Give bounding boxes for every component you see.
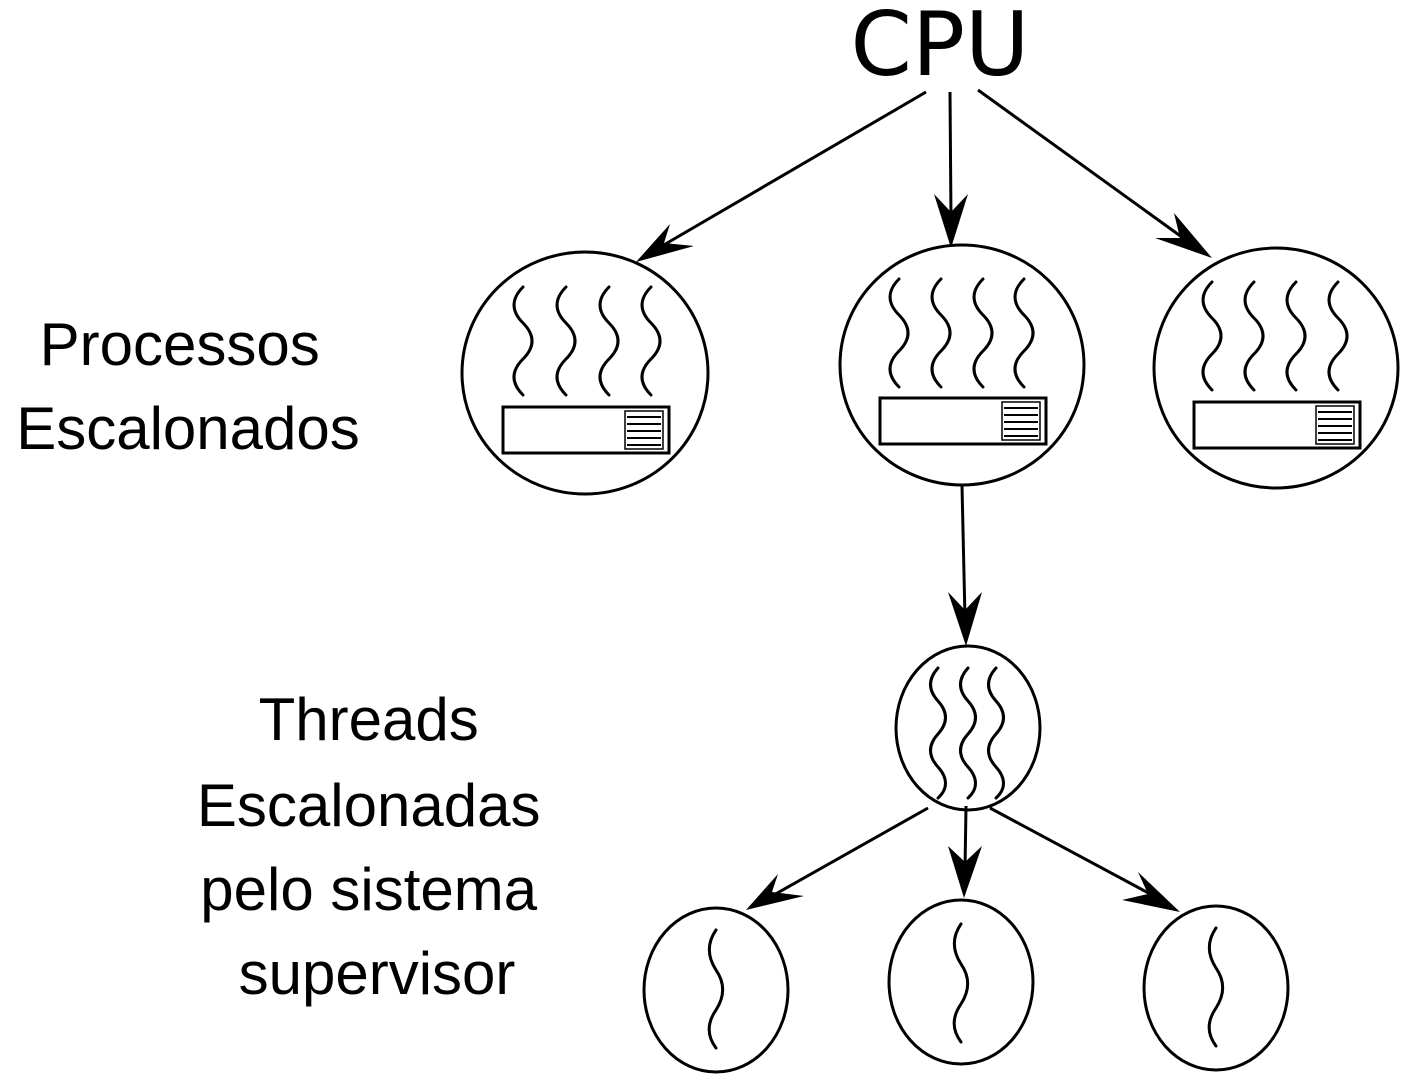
processes-label-line-1: Processos bbox=[40, 311, 320, 378]
process-node-2 bbox=[838, 243, 1086, 487]
edge-thread-group-thread-2 bbox=[948, 805, 982, 898]
thread-circle bbox=[887, 898, 1035, 1066]
threads-label-line-2: Escalonadas bbox=[197, 772, 541, 839]
processes-label: Processos Escalonados bbox=[16, 311, 360, 462]
edge-cpu-process-3 bbox=[977, 88, 1212, 258]
thread-node-3 bbox=[1142, 904, 1290, 1072]
thread-group-node bbox=[894, 644, 1042, 812]
process-circle bbox=[838, 243, 1086, 487]
edge-thread-group-thread-1 bbox=[746, 806, 929, 910]
edge-process-2-thread-group bbox=[948, 485, 982, 646]
process-control-block-icon bbox=[1192, 400, 1362, 450]
thread-node-2 bbox=[887, 898, 1035, 1066]
thread-circle bbox=[1142, 904, 1290, 1072]
cpu-label: CPU bbox=[851, 0, 1030, 96]
process-circle bbox=[460, 250, 710, 496]
processes-label-line-2: Escalonados bbox=[16, 395, 360, 462]
process-control-block-icon bbox=[501, 405, 671, 455]
edge-cpu-process-2 bbox=[934, 91, 968, 248]
process-node-3 bbox=[1152, 246, 1400, 490]
edge-cpu-process-1 bbox=[636, 90, 927, 262]
process-control-block-icon bbox=[878, 396, 1048, 446]
threads-label-line-1: Threads bbox=[259, 686, 479, 753]
threads-label-line-3: pelo sistema bbox=[200, 856, 537, 923]
thread-node-1 bbox=[642, 906, 790, 1074]
threads-label-line-4: supervisor bbox=[239, 940, 516, 1007]
thread-circle bbox=[642, 906, 790, 1074]
edge-thread-group-thread-3 bbox=[989, 806, 1180, 912]
thread-group-circle bbox=[894, 644, 1042, 812]
process-node-1 bbox=[460, 250, 710, 496]
threads-label: Threads Escalonadas pelo sistema supervi… bbox=[197, 686, 557, 1007]
process-circle bbox=[1152, 246, 1400, 490]
